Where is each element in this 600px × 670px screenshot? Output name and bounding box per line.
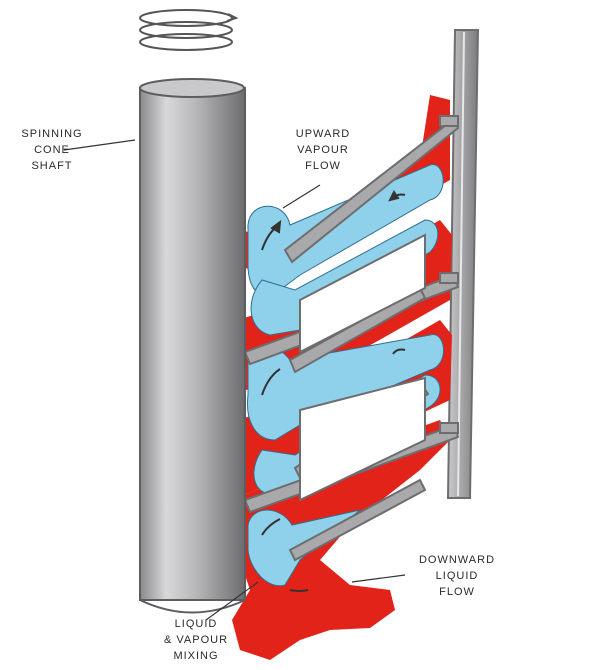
rotation-spiral-icon bbox=[139, 9, 239, 51]
label-line: FLOW bbox=[439, 586, 475, 598]
label-line: MIXING bbox=[173, 650, 219, 662]
spinning-cone-shaft bbox=[139, 78, 246, 614]
label-line: & VAPOUR bbox=[163, 634, 229, 646]
label-spinning-cone-shaft: SPINNING CONE SHAFT bbox=[6, 126, 98, 174]
label-downward-liquid-flow: DOWNWARD LIQUID FLOW bbox=[402, 552, 512, 600]
label-line: CONE bbox=[34, 144, 70, 156]
label-leaders bbox=[63, 139, 406, 621]
label-line: VAPOUR bbox=[297, 144, 349, 156]
label-upward-vapour-flow: UPWARD VAPOUR FLOW bbox=[282, 126, 364, 174]
label-line: DOWNWARD bbox=[418, 554, 496, 566]
label-line: UPWARD bbox=[295, 128, 351, 140]
flow-arrows bbox=[261, 190, 406, 592]
cone-arms bbox=[243, 115, 460, 562]
label-line: LIQUID bbox=[435, 570, 479, 582]
label-line: LIQUID bbox=[174, 618, 218, 630]
label-liquid-vapour-mixing: LIQUID & VAPOUR MIXING bbox=[148, 616, 244, 664]
label-line: FLOW bbox=[305, 160, 341, 172]
label-line: SHAFT bbox=[31, 160, 73, 172]
vertical-support-rail bbox=[446, 29, 480, 499]
label-line: SPINNING bbox=[21, 128, 83, 140]
